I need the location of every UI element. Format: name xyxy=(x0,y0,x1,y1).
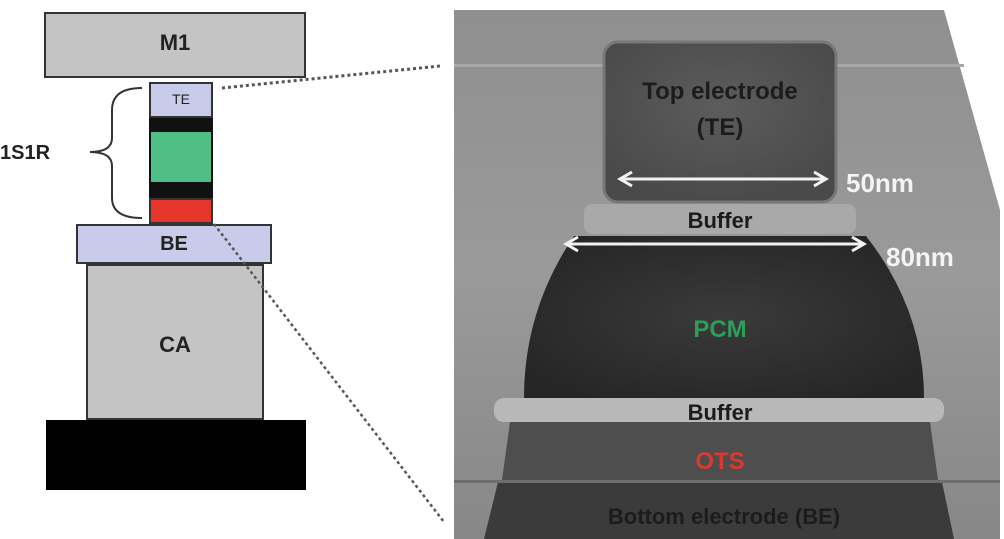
buffer-bottom-label: Buffer xyxy=(687,400,753,425)
top-electrode-layer xyxy=(149,82,213,118)
pcm-label: PCM xyxy=(693,316,747,343)
buffer-top-label: Buffer xyxy=(687,208,753,233)
zoom-line-bottom xyxy=(213,223,445,523)
cell-bracket xyxy=(89,87,143,219)
cell-1s1r-label: 1S1R xyxy=(0,142,51,164)
ots-label: OTS xyxy=(695,448,745,475)
be-label: BE xyxy=(160,233,188,255)
top-electrode-label-line2: (TE) xyxy=(696,114,744,141)
zoom-line-top xyxy=(221,64,441,90)
tem-micrograph: Top electrode (TE) 50nm Buffer 80nm PCM … xyxy=(454,10,1000,539)
m1-label: M1 xyxy=(159,30,191,55)
arrow-50nm xyxy=(617,170,829,188)
width-50nm-label: 50nm xyxy=(846,168,914,198)
ots-layer xyxy=(149,198,213,224)
contact-ca-layer xyxy=(86,264,264,420)
bottom-electrode-label: Bottom electrode (BE) xyxy=(607,504,841,529)
substrate-block xyxy=(46,420,306,490)
ca-label: CA xyxy=(159,332,191,357)
te-label: TE xyxy=(172,91,190,107)
arrow-80nm xyxy=(563,235,867,253)
pcm-layer xyxy=(149,130,213,184)
selector-black-band-bottom xyxy=(149,184,213,198)
m1-layer xyxy=(44,12,306,78)
selector-black-band-top xyxy=(149,118,213,130)
top-electrode-label-line1: Top electrode xyxy=(642,78,798,105)
width-80nm-label: 80nm xyxy=(886,242,954,272)
bottom-electrode-layer xyxy=(76,224,272,264)
